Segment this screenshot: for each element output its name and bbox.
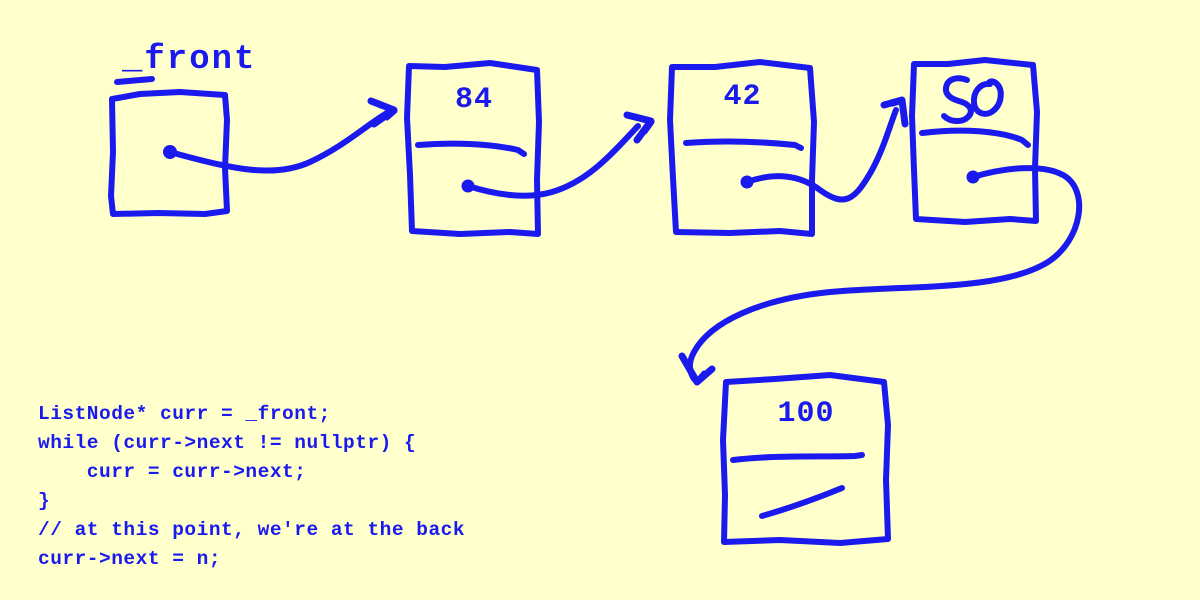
node-divider-50 <box>919 127 1031 148</box>
arrow-84-to-42 <box>465 111 655 199</box>
node-divider-100 <box>730 452 865 463</box>
node-divider-84 <box>415 140 527 157</box>
node-box-84 <box>404 60 542 237</box>
arrow-50-to-100 <box>678 165 1083 386</box>
node-box-100 <box>720 372 891 546</box>
node-value-50-handwritten <box>941 75 1004 124</box>
code-block: ListNode* curr = _front; while (curr->ne… <box>38 403 466 570</box>
node-divider-42 <box>683 138 804 151</box>
node-null-slash-100 <box>759 485 845 519</box>
arrow-42-to-50 <box>744 96 909 203</box>
node-box-42 <box>667 59 817 237</box>
front-underline <box>114 76 155 85</box>
front-pointer-box <box>108 89 230 217</box>
node-box-50 <box>909 57 1040 225</box>
arrow-front-to-84 <box>167 97 398 174</box>
front-label: _front <box>122 41 257 79</box>
node-value-84: 84 <box>454 83 493 117</box>
node-value-100: 100 <box>777 397 835 431</box>
node-value-42: 42 <box>723 80 762 114</box>
